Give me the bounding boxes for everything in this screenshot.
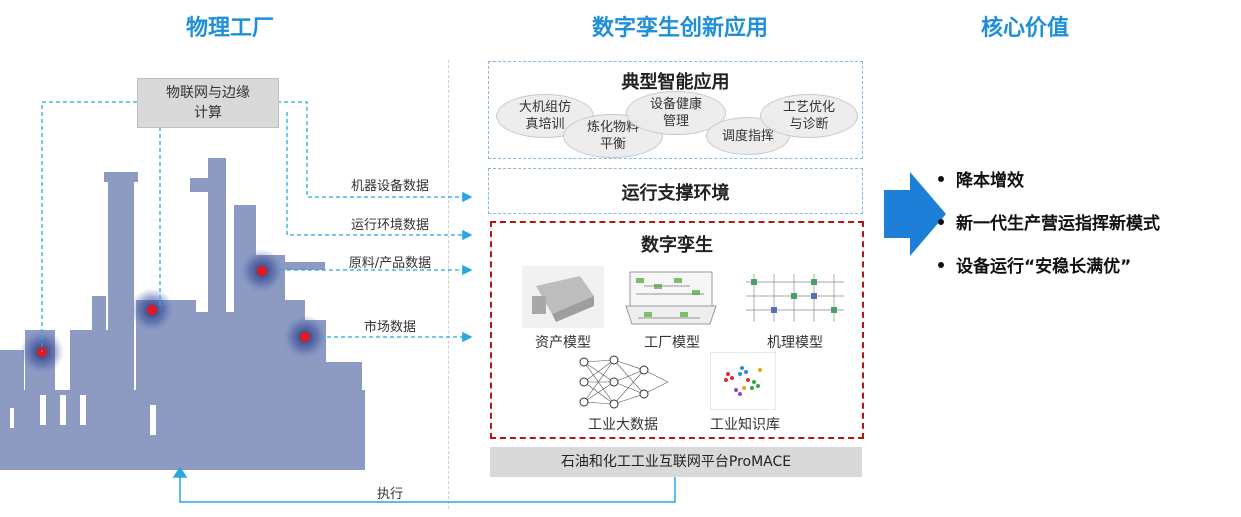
flow-label-material: 原料/产品数据 xyxy=(348,256,432,271)
bubble-material-balance: 炼化物料平衡 xyxy=(563,114,663,158)
iot-edge-box: 物联网与边缘 计算 xyxy=(137,78,279,128)
bullet-icon xyxy=(938,176,944,182)
physical-factory-title: 物理工厂 xyxy=(185,16,274,41)
mechanism-model-label: 机理模型 xyxy=(767,335,823,351)
promace-platform-bar: 石油和化工工业互联网平台ProMACE xyxy=(490,447,862,477)
core-value-item: 新一代生产营运指挥新模式 xyxy=(938,209,1160,234)
support-env-box: 运行支撑环境 xyxy=(488,168,863,214)
plant-model-label: 工厂模型 xyxy=(644,335,700,351)
flow-label-environment: 运行环境数据 xyxy=(350,218,429,233)
bubble-line: 大机组仿 xyxy=(518,100,571,115)
iot-connectors xyxy=(41,101,473,352)
core-value-item: 设备运行“安稳长满优” xyxy=(938,252,1131,277)
support-env-title: 运行支撑环境 xyxy=(621,183,730,204)
big-data-label: 工业大数据 xyxy=(588,417,658,433)
bubble-line: 炼化物料 xyxy=(586,120,639,135)
core-value-text: 降本增效 xyxy=(956,171,1024,191)
bubble-line: 调度指挥 xyxy=(721,128,774,144)
bullet-icon xyxy=(938,219,944,225)
bullet-icon xyxy=(938,262,944,268)
bubble-line: 真培训 xyxy=(525,117,565,132)
big-arrow-icon xyxy=(884,172,946,256)
flow-label-market: 市场数据 xyxy=(363,320,416,335)
knowledge-base-image xyxy=(710,352,776,410)
bubble-line: 设备健康 xyxy=(649,97,702,112)
factory-silhouette xyxy=(0,158,365,470)
digital-twin-apps-title: 数字孪生创新应用 xyxy=(591,16,768,41)
bubble-process-optimization: 工艺优化与诊断 xyxy=(760,94,858,138)
knowledge-base-label: 工业知识库 xyxy=(710,417,780,433)
asset-model-image xyxy=(522,266,604,328)
core-value-title: 核心价值 xyxy=(980,16,1069,41)
digital-twin-title: 数字孪生 xyxy=(641,235,713,256)
digital-twin-box: 数字孪生 xyxy=(490,221,864,439)
bubble-dispatch-command: 调度指挥 xyxy=(706,117,790,155)
bubble-line: 与诊断 xyxy=(789,117,829,132)
iot-box-line1: 物联网与边缘 xyxy=(166,85,250,101)
mechanism-model-image xyxy=(740,266,850,328)
flow-label-machine: 机器设备数据 xyxy=(350,179,429,194)
core-value-text: 新一代生产营运指挥新模式 xyxy=(956,214,1160,234)
bubble-line: 平衡 xyxy=(599,137,626,152)
bubble-line: 管理 xyxy=(662,114,689,129)
plant-model-image xyxy=(625,271,717,325)
execute-connector xyxy=(172,466,676,503)
asset-model-label: 资产模型 xyxy=(535,335,591,351)
core-value-text: 设备运行“安稳长满优” xyxy=(956,257,1132,277)
execute-label: 执行 xyxy=(376,487,403,502)
column-divider xyxy=(448,60,449,509)
iot-box-line2: 计算 xyxy=(194,105,222,121)
core-value-item: 降本增效 xyxy=(938,166,1024,191)
smart-apps-box: 典型智能应用 xyxy=(488,61,863,159)
big-data-image xyxy=(579,355,669,409)
sensor-points xyxy=(20,249,327,374)
bubble-simulation-training: 大机组仿真培训 xyxy=(496,94,594,138)
smart-apps-title: 典型智能应用 xyxy=(621,72,730,93)
bubble-line: 工艺优化 xyxy=(782,100,835,115)
